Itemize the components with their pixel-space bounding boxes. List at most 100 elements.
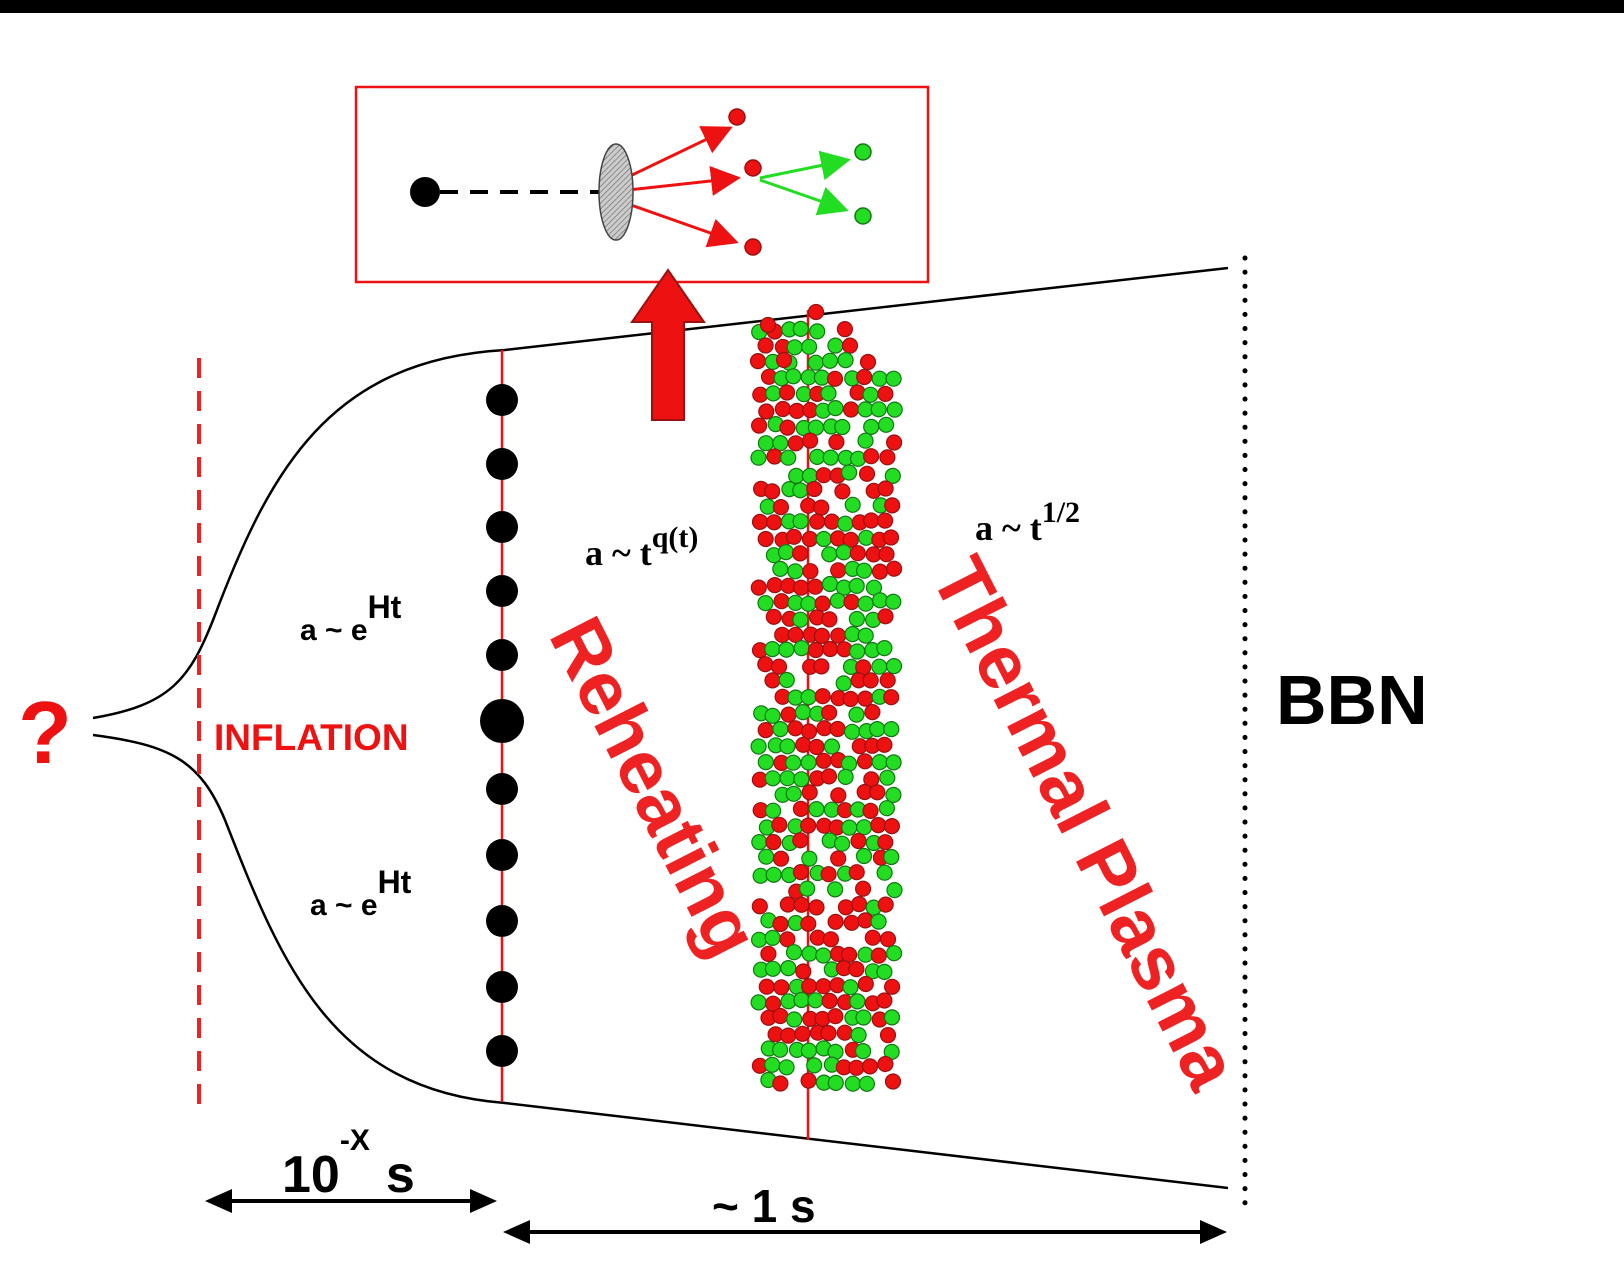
green-particle <box>883 1009 901 1026</box>
red-particle <box>775 351 793 369</box>
red-particle <box>821 992 838 1010</box>
red-particle <box>758 978 775 995</box>
inflation-duration-label: 10-Xs <box>282 1124 415 1204</box>
bbn-label: BBN <box>1276 661 1428 739</box>
green-particle <box>869 720 886 738</box>
green-particle <box>848 610 866 628</box>
green-particle <box>842 979 859 996</box>
red-particle <box>809 513 826 530</box>
green-particle <box>800 688 817 706</box>
green-particle <box>871 658 888 675</box>
green-particle <box>780 449 797 466</box>
red-particle <box>877 608 894 625</box>
green-particle <box>850 1026 867 1044</box>
green-particle <box>849 450 867 467</box>
green-particle <box>827 400 844 417</box>
green-particle <box>876 963 893 981</box>
red-particle <box>770 658 788 675</box>
green-particle <box>841 819 858 836</box>
green-particle <box>879 769 896 786</box>
red-particle <box>758 403 775 420</box>
red-particle <box>766 576 783 594</box>
green-particle <box>792 611 809 628</box>
green-particle <box>780 959 797 977</box>
red-particle <box>883 817 901 835</box>
red-particle <box>830 562 847 579</box>
red-particle <box>772 1007 789 1025</box>
green-particle <box>884 467 901 484</box>
decay-product-middle <box>744 159 762 177</box>
green-particle <box>849 643 866 660</box>
plasma-scale: a ~ t1/2 <box>975 496 1080 548</box>
inflaton-field-dot <box>486 448 518 480</box>
inflaton-field-dot <box>480 699 524 743</box>
green-particle <box>750 449 767 466</box>
red-particle <box>815 467 832 484</box>
green-particle <box>844 496 861 513</box>
red-particle <box>878 546 895 563</box>
green-particle <box>871 370 888 387</box>
red-particle <box>773 593 790 610</box>
green-particle <box>800 754 817 771</box>
green-particle <box>757 594 774 612</box>
red-particle <box>787 435 804 452</box>
red-particle <box>848 960 865 978</box>
red-particle <box>842 690 859 708</box>
green-particle <box>792 513 809 530</box>
red-particle <box>879 1026 897 1044</box>
green-particle <box>885 945 903 962</box>
green-particle <box>764 960 782 977</box>
red-particle <box>757 721 774 739</box>
green-particle <box>779 770 796 787</box>
green-particle <box>821 352 839 369</box>
decay-inset-frame <box>354 85 930 284</box>
green-particle <box>778 641 795 658</box>
decay-inset <box>354 85 930 284</box>
green-particle <box>843 723 861 740</box>
red-particle <box>820 768 838 785</box>
upper-scale-curve <box>92 266 1229 720</box>
red-particle <box>792 800 810 818</box>
green-particle <box>854 1042 872 1060</box>
red-particle <box>815 978 832 995</box>
green-particle <box>765 866 782 883</box>
reheating-label: Reheating <box>533 604 776 970</box>
red-particle <box>820 1024 837 1042</box>
green-particle <box>750 994 767 1011</box>
green-particle <box>855 562 873 579</box>
green-particle <box>793 771 810 788</box>
green-particle <box>855 1009 872 1026</box>
green-particle <box>837 515 854 532</box>
green-particle <box>848 577 865 595</box>
red-particle <box>750 579 767 596</box>
red-particle <box>856 368 873 386</box>
red-particle <box>883 689 900 706</box>
green-particle <box>764 640 781 658</box>
green-particle <box>800 338 818 355</box>
green-particle <box>809 448 826 465</box>
green-particle <box>870 913 887 930</box>
reheating-duration-arrow <box>503 1220 1227 1244</box>
green-particle <box>801 850 818 867</box>
red-particle <box>807 303 825 321</box>
red-particle <box>864 929 881 946</box>
red-particle <box>828 433 845 451</box>
red-particle <box>772 499 790 516</box>
red-particle <box>813 499 830 516</box>
red-particle <box>774 400 792 418</box>
red-particle <box>774 626 791 644</box>
green-particle <box>809 323 826 340</box>
secondary-product-upper <box>854 143 872 161</box>
green-particle <box>794 703 812 721</box>
green-particle <box>764 707 781 724</box>
red-particle <box>876 992 893 1009</box>
red-particle <box>780 1027 797 1044</box>
red-particle <box>815 752 832 769</box>
red-particle <box>800 915 817 932</box>
red-particle <box>765 833 782 851</box>
green-particle <box>885 657 903 675</box>
green-particle <box>750 738 767 755</box>
red-particle <box>800 723 818 740</box>
red-particle <box>849 545 866 562</box>
red-particle <box>861 1058 879 1075</box>
